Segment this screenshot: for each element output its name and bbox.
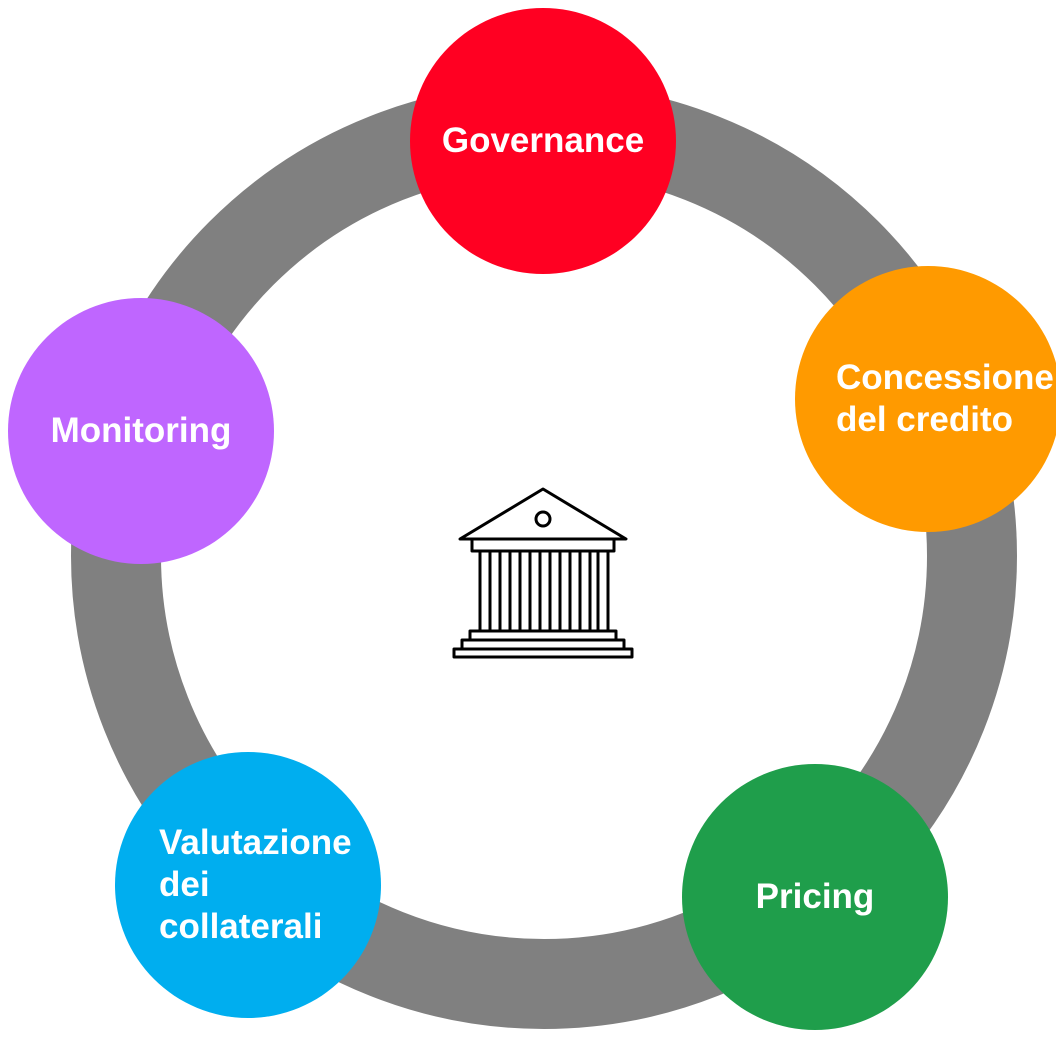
valutazione-node: Valutazione dei collaterali [115,752,381,1018]
governance-node: Governance [410,8,676,274]
valutazione-label: Valutazione dei collaterali [159,823,352,946]
concessione-node: Concessione del credito [795,266,1056,532]
monitoring-label: Monitoring [50,411,232,450]
pricing-node: Pricing [682,764,948,1030]
governance-label: Governance [441,121,645,160]
bank-icon [452,487,634,659]
pricing-label: Pricing [755,877,875,916]
concessione-label: Concessione del credito [836,358,1054,439]
monitoring-node: Monitoring [8,298,274,564]
